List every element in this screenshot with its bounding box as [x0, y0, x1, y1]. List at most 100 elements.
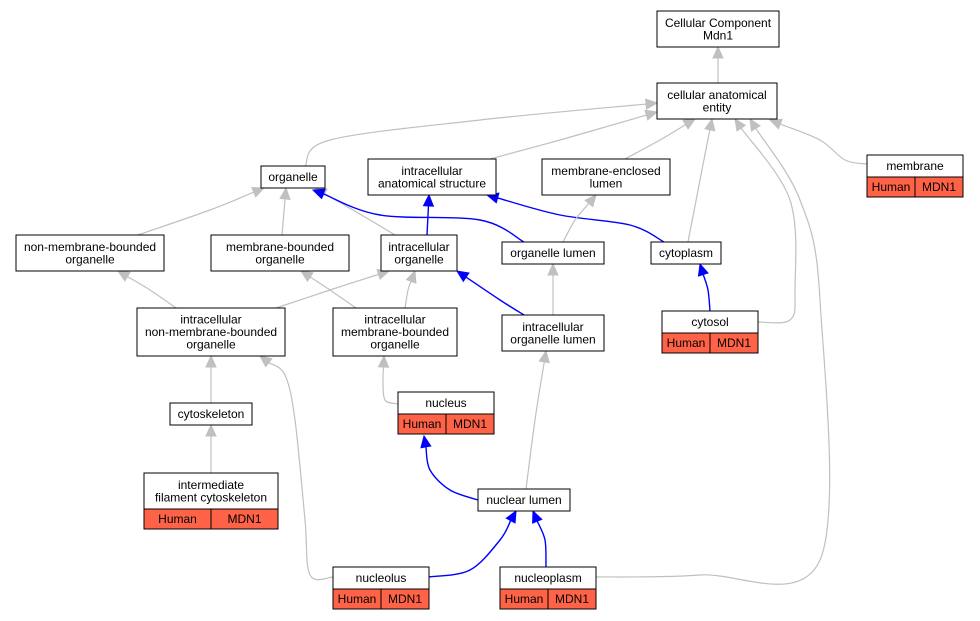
edge-line	[489, 114, 647, 160]
node-label-line: organelle	[370, 338, 420, 352]
edge-arrowhead	[749, 117, 761, 132]
node-label-line: intracellular	[522, 320, 583, 334]
edge-line	[525, 361, 545, 490]
node-label-line: organelle lumen	[510, 332, 595, 346]
node-box	[477, 488, 571, 512]
node-box	[380, 234, 458, 272]
edge-arrowhead	[645, 98, 659, 110]
node-cytoplasm[interactable]: cytoplasm	[650, 241, 722, 265]
node-box	[656, 10, 780, 48]
node-label-line: nucleoplasm	[514, 571, 581, 585]
edge-intracellular-membrane-bounded-organelle-to-membrane-bounded-organelle	[299, 270, 357, 309]
edge-line	[624, 124, 686, 160]
node-label-line: nucleolus	[356, 571, 407, 585]
node-label-line: non-membrane-bounded	[24, 240, 156, 254]
node-intracellular-non-membrane-bounded-organelle[interactable]: intracellularnon-membrane-boundedorganel…	[136, 307, 286, 357]
edge-nucleoplasm-to-nuclear-lumen	[532, 509, 547, 568]
edge-nuclear-lumen-to-nucleus	[420, 434, 479, 501]
edge-line	[536, 520, 547, 568]
gene-tag: MDN1	[388, 592, 422, 606]
edge-arrowhead	[299, 270, 314, 283]
node-box	[332, 307, 458, 357]
edge-nucleus-to-intracellular-membrane-bounded-organelle	[377, 354, 399, 405]
node-label-line: filament cytoskeleton	[155, 490, 267, 504]
edge-membrane-enclosed-lumen-to-cellular-anatomical-entity	[624, 118, 697, 160]
node-label-line: cytoskeleton	[178, 407, 245, 421]
node-label-line: organelle	[65, 252, 115, 266]
edge-arrowhead	[532, 509, 543, 524]
edge-arrowhead	[311, 188, 326, 200]
edge-arrowhead	[505, 509, 517, 524]
node-label-line: nucleus	[425, 396, 466, 410]
edge-arrowhead	[259, 355, 273, 368]
node-label-line: intracellular	[180, 313, 241, 327]
node-label-line: intermediate	[178, 478, 244, 492]
edge-arrowhead	[405, 269, 417, 284]
edge-arrowhead	[251, 186, 266, 198]
node-organelle-lumen[interactable]: organelle lumen	[501, 241, 605, 265]
edge-arrowhead	[644, 109, 659, 121]
edge-line	[425, 446, 479, 501]
node-label-line: organelle	[268, 170, 318, 184]
node-nuclear-lumen[interactable]: nuclear lumen	[477, 488, 571, 512]
node-label-line: cellular anatomical	[667, 88, 766, 102]
edge-cytosol-to-cellular-anatomical-entity	[734, 118, 797, 324]
species-tag: Human	[338, 592, 377, 606]
edge-arrowhead	[420, 434, 432, 449]
edge-intermediate-filament-cytoskeleton-to-cytoskeleton	[205, 423, 217, 473]
edge-arrowhead	[547, 262, 559, 276]
gene-tag-box	[547, 588, 597, 610]
edge-line	[740, 127, 797, 324]
edge-line	[304, 103, 647, 167]
edge-line	[426, 205, 430, 236]
node-box	[501, 241, 605, 265]
node-label-line: membrane-enclosed	[551, 164, 660, 178]
node-organelle[interactable]: organelle	[260, 165, 326, 189]
node-label-line: membrane-bounded	[341, 325, 449, 339]
edge-organelle-lumen-to-organelle	[311, 188, 525, 243]
gene-tag: MDN1	[717, 336, 751, 350]
species-tag: Human	[158, 512, 197, 526]
edge-arrowhead	[116, 270, 131, 282]
edge-line	[404, 281, 412, 309]
gene-tag: MDN1	[922, 180, 956, 194]
gene-tag-box	[380, 588, 430, 610]
edge-line	[595, 128, 831, 585]
node-label-line: anatomical structure	[378, 176, 486, 190]
edges-layer	[116, 45, 868, 585]
gene-tag-box	[709, 332, 759, 354]
gene-tag: MDN1	[453, 417, 487, 431]
node-box	[143, 472, 279, 510]
edge-line	[281, 198, 286, 236]
edge-arrowhead	[697, 262, 709, 277]
edge-nucleolus-to-intracellular-non-membrane-bounded-organelle	[259, 355, 334, 581]
edge-arrowhead	[768, 118, 783, 130]
edge-organelle-lumen-to-membrane-enclosed-lumen	[562, 194, 597, 243]
edge-intracellular-non-membrane-bounded-organelle-to-non-membrane-bounded-organelle	[116, 270, 177, 309]
node-box	[15, 234, 165, 272]
edge-intracellular-organelle-to-intracellular-anatomical-structure	[422, 193, 435, 236]
gene-tag-box	[210, 508, 279, 530]
node-box	[650, 241, 722, 265]
edge-arrowhead	[734, 118, 747, 132]
node-label-line: Mdn1	[703, 28, 733, 42]
edge-intracellular-membrane-bounded-organelle-to-intracellular-organelle	[404, 269, 417, 309]
node-cytoskeleton[interactable]: cytoskeleton	[169, 402, 253, 426]
node-label-line: Cellular Component	[665, 16, 772, 30]
